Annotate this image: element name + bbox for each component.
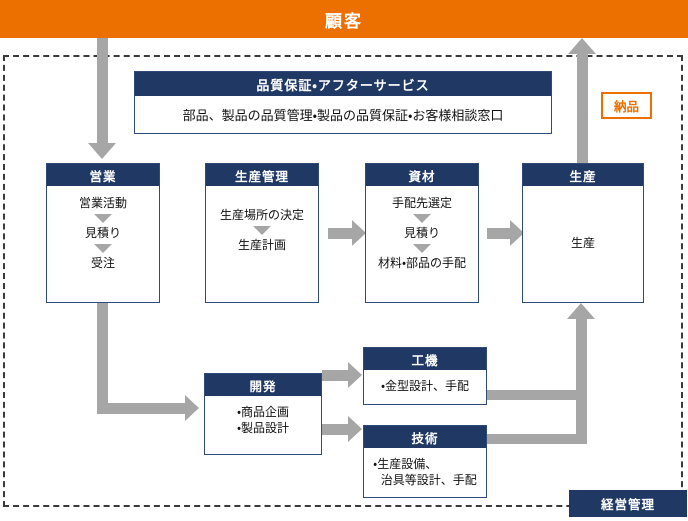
connector-lower-to-production-vertical bbox=[576, 319, 587, 444]
box-development: 開発 ・商品企画 ・製品設計 bbox=[204, 373, 322, 455]
step-item: 見積り bbox=[84, 226, 121, 240]
connector-development-to-engineering-head bbox=[348, 416, 362, 442]
step-arrow-icon bbox=[413, 244, 431, 253]
delivery-badge: 納品 bbox=[601, 92, 652, 119]
box-engineering: 技術 ・生産設備、 治具等設計、手配 bbox=[363, 425, 487, 498]
delivery-badge-label: 納品 bbox=[613, 99, 639, 114]
box-development-bullets: ・商品企画 ・製品設計 bbox=[205, 396, 321, 436]
connector-production-to-customer-shaft bbox=[577, 54, 588, 164]
connector-materials-to-production-shaft bbox=[487, 228, 510, 239]
step-item: 生産計画 bbox=[237, 238, 286, 252]
connector-customer-to-sales-shaft bbox=[97, 38, 108, 143]
box-production-management-title: 生産管理 bbox=[206, 164, 318, 186]
bullet-item: ・生産設備、 治具等設計、手配 bbox=[373, 457, 477, 487]
quality-assurance-body: 部品、製品の品質管理・製品の品質保証・お客様相談窓口 bbox=[182, 109, 504, 124]
step-item: 手配先選定 bbox=[391, 196, 452, 210]
management-tag-label: 経営管理 bbox=[600, 497, 655, 512]
box-sales-title: 営業 bbox=[47, 164, 159, 186]
box-sales-steps: 営業活動 見積り 受注 bbox=[47, 186, 159, 271]
step-item: 見積り bbox=[403, 226, 440, 240]
box-tooling-title: 工機 bbox=[364, 348, 486, 370]
connector-sales-to-development-horizontal bbox=[97, 403, 185, 414]
box-engineering-title: 技術 bbox=[364, 426, 486, 448]
box-production-management-steps: 生産場所の決定 生産計画 bbox=[206, 186, 318, 253]
step-arrow-icon bbox=[94, 214, 112, 223]
connector-development-to-tooling-head bbox=[348, 362, 362, 388]
box-production-title: 生産 bbox=[523, 164, 643, 186]
step-arrow-icon bbox=[94, 244, 112, 253]
connector-materials-to-production-head bbox=[510, 220, 524, 246]
customer-banner-label: 顧客 bbox=[325, 11, 363, 32]
connector-customer-to-sales-head bbox=[88, 143, 116, 159]
step-item: 営業活動 bbox=[78, 196, 127, 210]
connector-prodmgmt-to-materials-shaft bbox=[328, 228, 352, 239]
connector-production-to-customer-head bbox=[568, 38, 596, 54]
step-arrow-icon bbox=[253, 226, 271, 235]
box-production-management: 生産管理 生産場所の決定 生産計画 bbox=[205, 163, 319, 303]
connector-sales-to-development-head bbox=[185, 395, 199, 421]
step-item: 生産場所の決定 bbox=[219, 208, 304, 222]
box-materials-steps: 手配先選定 見積り 材料・部品の手配 bbox=[366, 186, 478, 271]
box-materials: 資材 手配先選定 見積り 材料・部品の手配 bbox=[365, 163, 479, 303]
connector-tooling-to-production-horizontal bbox=[487, 390, 586, 400]
box-tooling: 工機 ・金型設計、手配 bbox=[363, 347, 487, 405]
connector-prodmgmt-to-materials-head bbox=[352, 220, 366, 246]
step-arrow-icon bbox=[413, 214, 431, 223]
box-tooling-bullets: ・金型設計、手配 bbox=[364, 370, 486, 394]
box-production: 生産 生産 bbox=[522, 163, 644, 303]
step-item: 材料・部品の手配 bbox=[377, 256, 467, 270]
connector-development-to-engineering-shaft bbox=[322, 424, 348, 435]
box-sales: 営業 営業活動 見積り 受注 bbox=[46, 163, 160, 303]
bullet-item: ・製品設計 bbox=[236, 421, 290, 435]
connector-sales-to-development-vertical bbox=[97, 303, 108, 414]
quality-assurance-box: 品質保証・アフターサービス 部品、製品の品質管理・製品の品質保証・お客様相談窓口 bbox=[134, 71, 552, 134]
box-engineering-bullets: ・生産設備、 治具等設計、手配 bbox=[364, 448, 486, 488]
bullet-item: ・金型設計、手配 bbox=[380, 379, 470, 393]
quality-assurance-title: 品質保証・アフターサービス bbox=[135, 72, 551, 96]
box-development-title: 開発 bbox=[205, 374, 321, 396]
connector-development-to-tooling-shaft bbox=[322, 370, 348, 381]
company-boundary bbox=[3, 55, 683, 507]
step-item: 受注 bbox=[90, 256, 115, 270]
bullet-item: ・商品企画 bbox=[236, 405, 290, 419]
connector-engineering-to-production-horizontal bbox=[487, 434, 586, 444]
management-tag: 経営管理 bbox=[569, 490, 687, 517]
connector-lower-to-production-head bbox=[567, 303, 595, 319]
box-production-body: 生産 bbox=[570, 236, 595, 250]
box-materials-title: 資材 bbox=[366, 164, 478, 186]
customer-banner: 顧客 bbox=[0, 0, 688, 38]
